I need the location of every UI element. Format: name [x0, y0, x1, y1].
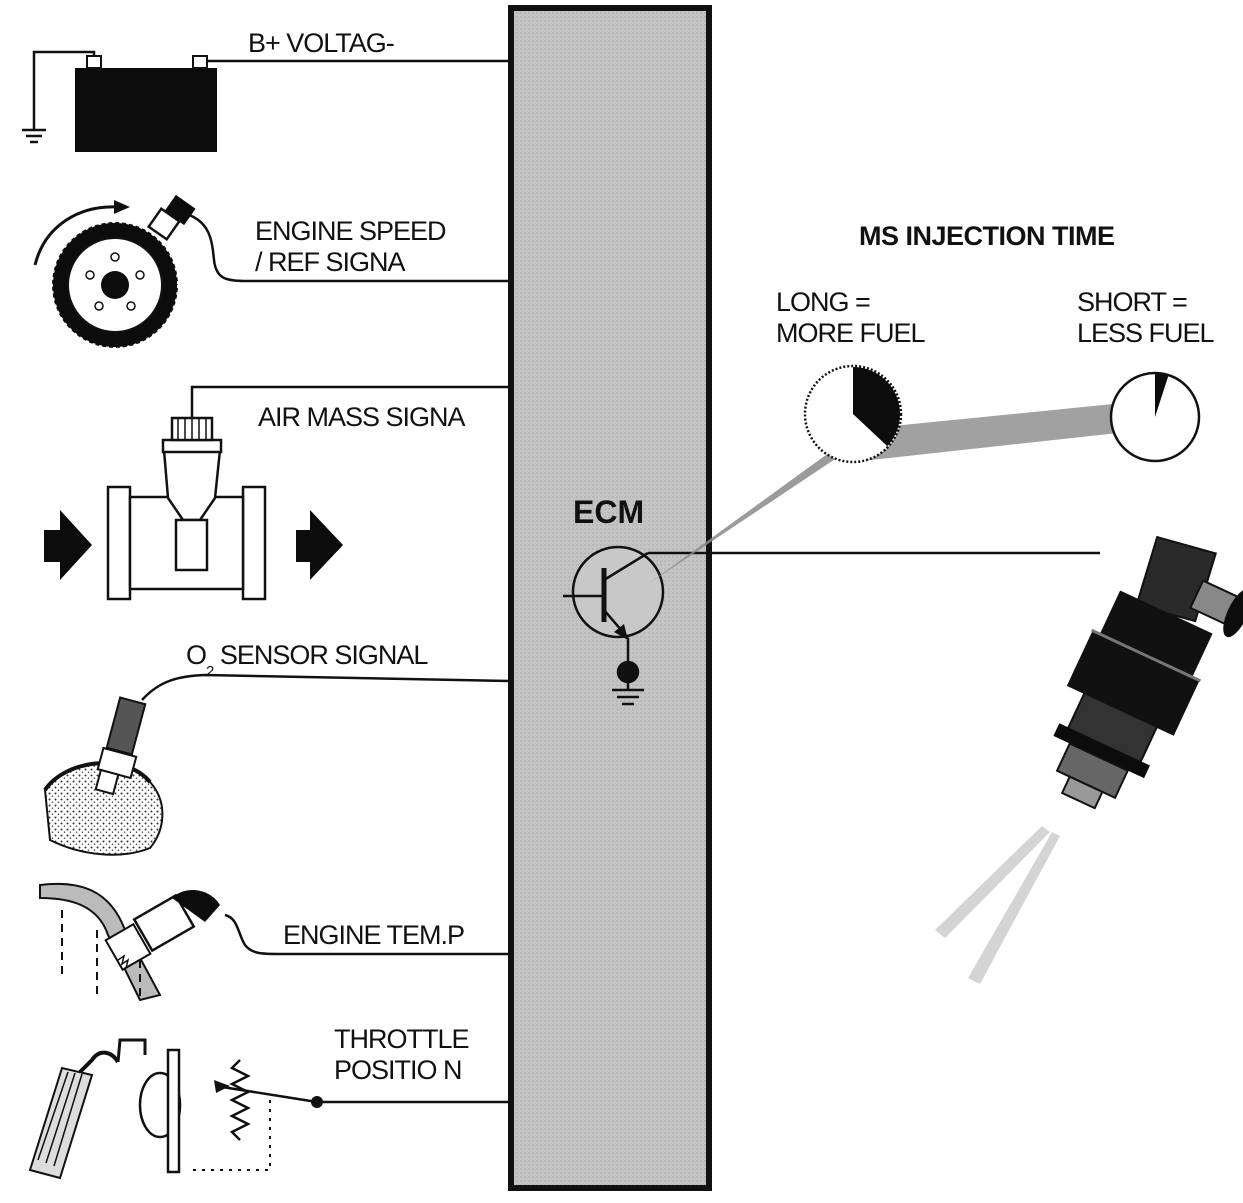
air-mass-meter-icon	[106, 416, 267, 601]
rotation-arrowhead-icon	[114, 200, 130, 214]
coolant-temp-sensor-icon	[39, 882, 220, 1002]
engine-speed-line1: ENGINE SPEED	[255, 216, 447, 246]
short-pulse-label: SHORT = LESS FUEL	[1077, 287, 1215, 349]
short-line1: SHORT =	[1077, 287, 1188, 317]
throttle-line1: THROTTLE	[334, 1024, 470, 1054]
engine-speed-label: ENGINE SPEED / REF SIGNA	[255, 216, 447, 278]
long-pulse-dial	[803, 364, 903, 464]
long-pulse-slice	[853, 367, 900, 447]
long-pulse-beam	[648, 427, 883, 584]
o2-label-o: O	[186, 640, 207, 670]
pulse-link-beam	[852, 404, 1118, 462]
airflow-out-arrow-icon	[296, 510, 343, 580]
air-mass-wire	[190, 385, 511, 423]
airflow-in-arrow-icon	[44, 510, 92, 580]
short-pulse-dial	[1109, 371, 1201, 463]
engine-speed-wire	[182, 211, 511, 283]
long-line1: LONG =	[776, 287, 871, 317]
battery-icon	[22, 50, 217, 152]
short-pulse-slice	[1155, 374, 1169, 417]
throttle-position-label: THROTTLE POSITIO N	[334, 1024, 470, 1086]
signal-wires	[141, 59, 1100, 1104]
speed-sensor-icon	[146, 194, 196, 242]
o2-label-sub: 2	[206, 663, 214, 680]
battery-voltage-label: B+ VOLTAG-	[248, 28, 395, 58]
rotation-arrow-icon	[33, 205, 119, 266]
crank-wheel-icon	[51, 221, 179, 349]
o2-wire	[141, 673, 512, 701]
throttle-pedal-icon	[28, 1038, 323, 1180]
o2-label-text: SENSOR SIGNAL	[219, 640, 429, 670]
fuel-spray-icon	[935, 826, 1050, 938]
engine-temp-label: ENGINE TEM.P	[283, 920, 465, 950]
driver-transistor-icon	[563, 545, 665, 706]
throttle-line2: POSITIO N	[334, 1055, 463, 1085]
short-line2: LESS FUEL	[1077, 318, 1215, 348]
fuel-injector-icon	[1053, 535, 1243, 810]
o2-sensor-label: O2 SENSOR SIGNAL	[186, 640, 429, 680]
air-mass-label: AIR MASS SIGNA	[258, 402, 466, 432]
injection-time-title: MS INJECTION TIME	[859, 221, 1115, 251]
ecm-label: ECM	[573, 494, 645, 530]
o2-sensor-icon	[43, 696, 164, 856]
long-line2: MORE FUEL	[776, 318, 926, 348]
engine-speed-line2: / REF SIGNA	[255, 247, 406, 277]
fuel-spray-icon-2	[968, 832, 1060, 984]
long-pulse-label: LONG = MORE FUEL	[776, 287, 926, 349]
temp-wire	[224, 913, 511, 956]
